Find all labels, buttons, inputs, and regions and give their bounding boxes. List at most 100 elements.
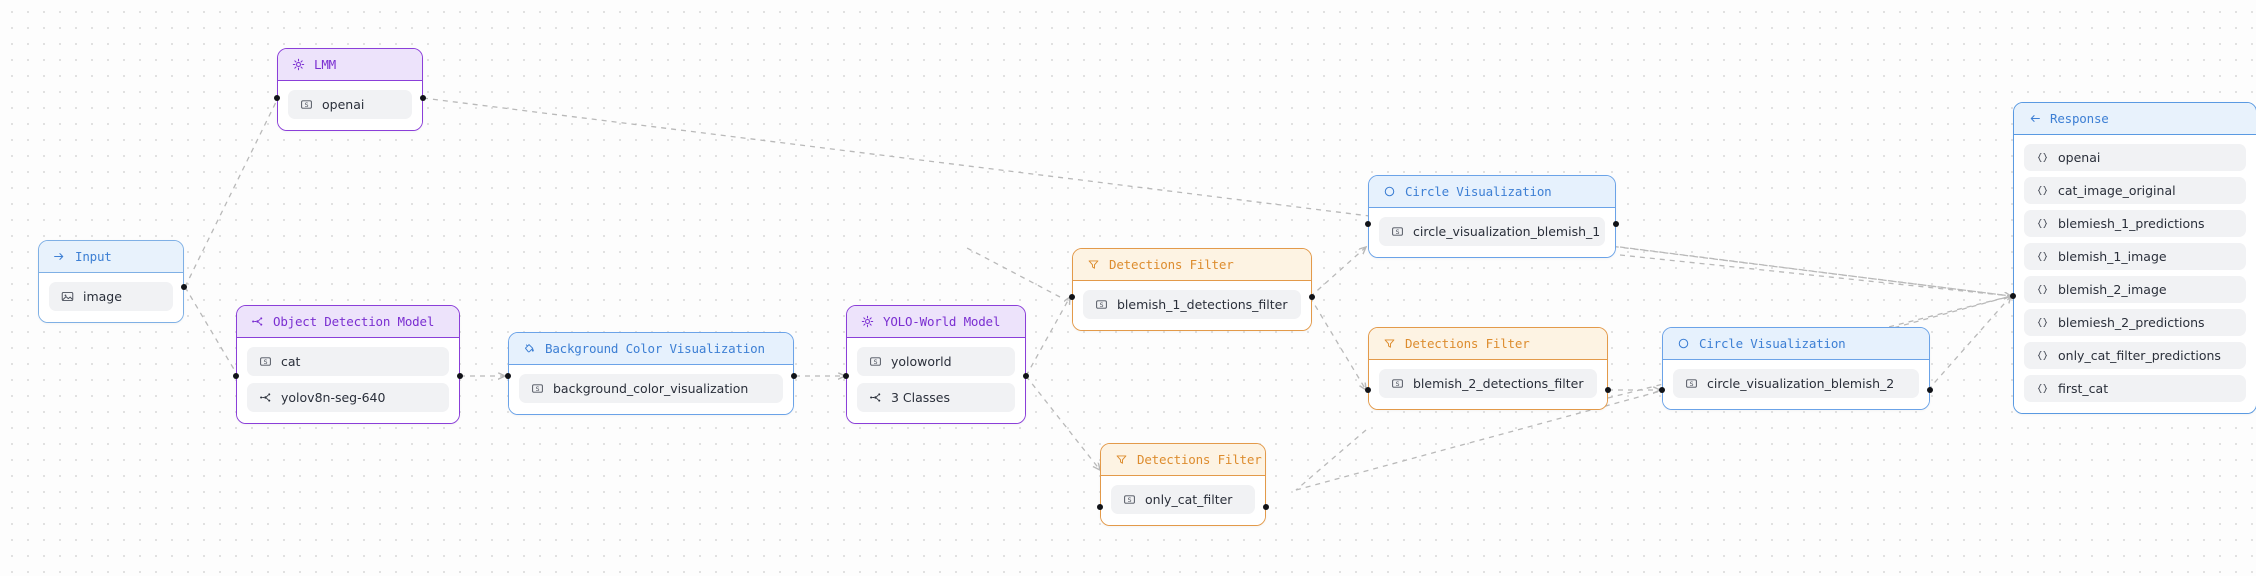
node-detections-filter-2-title: Detections Filter — [1405, 336, 1530, 351]
field-circle-visualization-blemish-2[interactable]: S circle_visualization_blemish_2 — [1673, 369, 1919, 398]
field-yolov8n-seg-640[interactable]: yolov8n-seg-640 — [247, 383, 449, 412]
field-only-cat-filter-label: only_cat_filter — [1145, 492, 1233, 507]
string-icon: S — [1122, 493, 1136, 507]
svg-text:S: S — [1127, 497, 1131, 504]
field-circle-visualization-blemish-2-label: circle_visualization_blemish_2 — [1707, 376, 1895, 391]
paint-bucket-icon — [522, 342, 536, 356]
string-icon: S — [1094, 298, 1108, 312]
object-icon — [2035, 250, 2049, 264]
node-yolo-world-model-header: YOLO-World Model — [847, 306, 1025, 338]
field-response-first-cat-label: first_cat — [2058, 381, 2109, 396]
field-yoloworld-label: yoloworld — [891, 354, 952, 369]
node-input-body: image — [39, 273, 183, 322]
field-only-cat-filter[interactable]: S only_cat_filter — [1111, 485, 1255, 514]
node-detections-filter-3-title: Detections Filter — [1137, 452, 1262, 467]
node-circle-visualization-2[interactable]: Circle Visualization S circle_visualizat… — [1662, 327, 1930, 410]
field-blemish-1-detections-filter[interactable]: S blemish_1_detections_filter — [1083, 290, 1301, 319]
string-icon: S — [868, 355, 882, 369]
node-detections-filter-2-body: S blemish_2_detections_filter — [1369, 360, 1607, 409]
svg-text:S: S — [1689, 381, 1693, 388]
field-blemish-1-detections-filter-label: blemish_1_detections_filter — [1117, 297, 1288, 312]
node-detections-filter-3-body: S only_cat_filter — [1101, 476, 1265, 525]
field-response-cat-image-original-label: cat_image_original — [2058, 183, 2176, 198]
field-response-blemish-1-image[interactable]: blemish_1_image — [2024, 243, 2246, 270]
node-response[interactable]: Response openai cat_image_original blemi… — [2013, 102, 2256, 414]
svg-text:S: S — [304, 102, 308, 109]
svg-text:S: S — [263, 359, 267, 366]
edge-circlevis1b-to-response — [1619, 254, 2012, 297]
node-object-detection-model[interactable]: Object Detection Model S cat yolov8n-seg… — [236, 305, 460, 424]
node-background-color-visualization[interactable]: Background Color Visualization S backgro… — [508, 332, 794, 415]
filter-icon — [1382, 337, 1396, 351]
field-3-classes[interactable]: 3 Classes — [857, 383, 1015, 412]
field-response-cat-image-original[interactable]: cat_image_original — [2024, 177, 2246, 204]
filter-icon — [1086, 258, 1100, 272]
node-detections-filter-1-body: S blemish_1_detections_filter — [1073, 281, 1311, 330]
object-icon — [2035, 151, 2049, 165]
edge-filter1-to-filter2 — [1309, 296, 1366, 390]
edge-circlevis1-to-response — [1619, 246, 2011, 296]
string-icon: S — [1390, 225, 1404, 239]
field-response-only-cat-filter-predictions-label: only_cat_filter_predictions — [2058, 348, 2221, 363]
node-input[interactable]: Input image — [38, 240, 184, 323]
field-openai[interactable]: S openai — [288, 90, 412, 119]
node-circle-visualization-1-body: S circle_visualization_blemish_1 — [1369, 208, 1615, 257]
node-response-header: Response — [2014, 103, 2256, 135]
field-response-only-cat-filter-predictions[interactable]: only_cat_filter_predictions — [2024, 342, 2246, 369]
edge-filter1-to-circlevis1 — [964, 246, 1061, 298]
field-response-first-cat[interactable]: first_cat — [2024, 375, 2246, 402]
edge-input-to-lmm — [184, 97, 279, 288]
node-circle-visualization-2-title: Circle Visualization — [1699, 336, 1846, 351]
string-icon: S — [1684, 377, 1698, 391]
node-yolo-world-model-title: YOLO-World Model — [883, 314, 1001, 329]
field-cat[interactable]: S cat — [247, 347, 449, 376]
object-icon — [2035, 316, 2049, 330]
node-object-detection-model-body: S cat yolov8n-seg-640 — [237, 338, 459, 423]
field-image[interactable]: image — [49, 282, 173, 311]
node-lmm[interactable]: LMM S openai — [277, 48, 423, 131]
node-input-header: Input — [39, 241, 183, 273]
object-icon — [2035, 184, 2049, 198]
node-detections-filter-1[interactable]: Detections Filter S blemish_1_detections… — [1072, 248, 1312, 331]
node-circle-visualization-1-title: Circle Visualization — [1405, 184, 1552, 199]
node-response-body: openai cat_image_original blemiesh_1_pre… — [2014, 135, 2256, 413]
object-icon — [2035, 283, 2049, 297]
field-response-blemish-2-image[interactable]: blemish_2_image — [2024, 276, 2246, 303]
field-response-blemiesh-1-predictions-label: blemiesh_1_predictions — [2058, 216, 2205, 231]
node-yolo-world-model[interactable]: YOLO-World Model S yoloworld 3 Classes — [846, 305, 1026, 424]
edge-circlevis2-to-response — [1927, 296, 2011, 391]
filter-icon — [1114, 453, 1128, 467]
node-circle-visualization-1-header: Circle Visualization — [1369, 176, 1615, 208]
field-cat-label: cat — [281, 354, 301, 369]
node-response-title: Response — [2050, 111, 2109, 126]
field-response-openai[interactable]: openai — [2024, 144, 2246, 171]
field-response-blemish-2-image-label: blemish_2_image — [2058, 282, 2167, 297]
node-detections-filter-2[interactable]: Detections Filter S blemish_2_detections… — [1368, 327, 1608, 410]
object-icon — [2035, 382, 2049, 396]
gear-icon — [291, 58, 305, 72]
model-graph-icon — [258, 391, 272, 405]
field-response-blemish-1-image-label: blemish_1_image — [2058, 249, 2167, 264]
edge-yoloworld-to-filter3 — [1025, 375, 1100, 470]
field-response-blemiesh-2-predictions[interactable]: blemiesh_2_predictions — [2024, 309, 2246, 336]
node-detections-filter-3-header: Detections Filter — [1101, 444, 1265, 476]
arrow-right-icon — [52, 250, 66, 264]
node-circle-visualization-1[interactable]: Circle Visualization S circle_visualizat… — [1368, 175, 1616, 258]
edge-filter1out-to-circlevis1 — [1309, 247, 1366, 298]
node-lmm-title: LMM — [314, 57, 336, 72]
node-input-title: Input — [75, 249, 112, 264]
field-openai-label: openai — [322, 97, 365, 112]
arrow-left-icon — [2027, 112, 2041, 126]
field-background-color-visualization[interactable]: S background_color_visualization — [519, 374, 783, 403]
node-background-color-visualization-header: Background Color Visualization — [509, 333, 793, 365]
model-graph-icon — [868, 391, 882, 405]
node-detections-filter-3[interactable]: Detections Filter S only_cat_filter — [1100, 443, 1266, 526]
field-blemish-2-detections-filter[interactable]: S blemish_2_detections_filter — [1379, 369, 1597, 398]
field-response-blemiesh-1-predictions[interactable]: blemiesh_1_predictions — [2024, 210, 2246, 237]
field-yoloworld[interactable]: S yoloworld — [857, 347, 1015, 376]
field-circle-visualization-blemish-1[interactable]: S circle_visualization_blemish_1 — [1379, 217, 1605, 246]
svg-text:S: S — [1395, 381, 1399, 388]
node-circle-visualization-2-header: Circle Visualization — [1663, 328, 1929, 360]
circle-icon — [1382, 185, 1396, 199]
